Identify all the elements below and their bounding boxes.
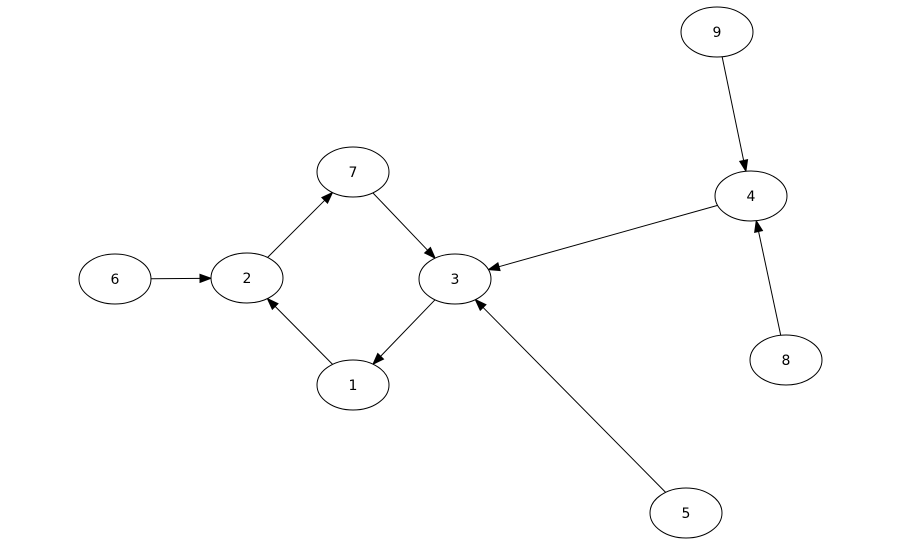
node-ellipse	[316, 359, 390, 411]
edge-line	[267, 199, 326, 258]
arrowhead-icon	[199, 273, 213, 284]
node-label: 5	[682, 506, 691, 522]
graph-node-2: 2	[210, 252, 284, 304]
edge-8-to-4	[754, 219, 782, 336]
edge-line	[498, 204, 718, 268]
edge-2-to-7	[267, 191, 334, 258]
graph-node-9: 9	[680, 6, 754, 58]
edge-4-to-3	[486, 204, 718, 272]
edge-6-to-2	[150, 273, 213, 284]
node-ellipse	[78, 253, 152, 305]
edge-line	[372, 192, 428, 251]
arrowhead-icon	[266, 297, 279, 311]
node-label: 6	[111, 272, 120, 288]
node-label: 4	[747, 189, 756, 205]
edge-7-to-3	[372, 192, 437, 260]
arrowhead-icon	[474, 298, 487, 312]
node-ellipse	[680, 6, 754, 58]
edge-1-to-2	[266, 297, 333, 365]
node-ellipse	[714, 170, 788, 222]
node-ellipse	[210, 252, 284, 304]
node-label: 7	[349, 165, 358, 181]
graph-node-6: 6	[78, 253, 152, 305]
graph-node-5: 5	[649, 487, 723, 539]
graph-node-3: 3	[418, 253, 492, 305]
edge-3-to-1	[371, 299, 436, 366]
edge-line	[380, 299, 436, 357]
node-label: 3	[451, 272, 460, 288]
edge-line	[758, 231, 782, 336]
arrowhead-icon	[371, 352, 385, 366]
node-label: 9	[713, 25, 722, 41]
node-label: 1	[349, 378, 358, 394]
edge-5-to-3	[474, 298, 667, 493]
node-ellipse	[316, 146, 390, 198]
node-ellipse	[649, 487, 723, 539]
edge-line	[721, 56, 745, 161]
arrowhead-icon	[423, 246, 437, 260]
graph-node-7: 7	[316, 146, 390, 198]
arrowhead-icon	[754, 219, 764, 233]
edge-line	[274, 306, 333, 365]
node-ellipse	[418, 253, 492, 305]
node-label: 2	[243, 271, 252, 287]
graph-node-8: 8	[749, 334, 823, 386]
graph-node-4: 4	[714, 170, 788, 222]
edge-line	[482, 307, 667, 493]
edge-9-to-4	[721, 56, 749, 173]
arrowhead-icon	[321, 191, 334, 204]
graph-node-1: 1	[316, 359, 390, 411]
node-label: 8	[782, 353, 791, 369]
node-ellipse	[749, 334, 823, 386]
arrowhead-icon	[738, 159, 749, 173]
arrowhead-icon	[486, 261, 501, 272]
